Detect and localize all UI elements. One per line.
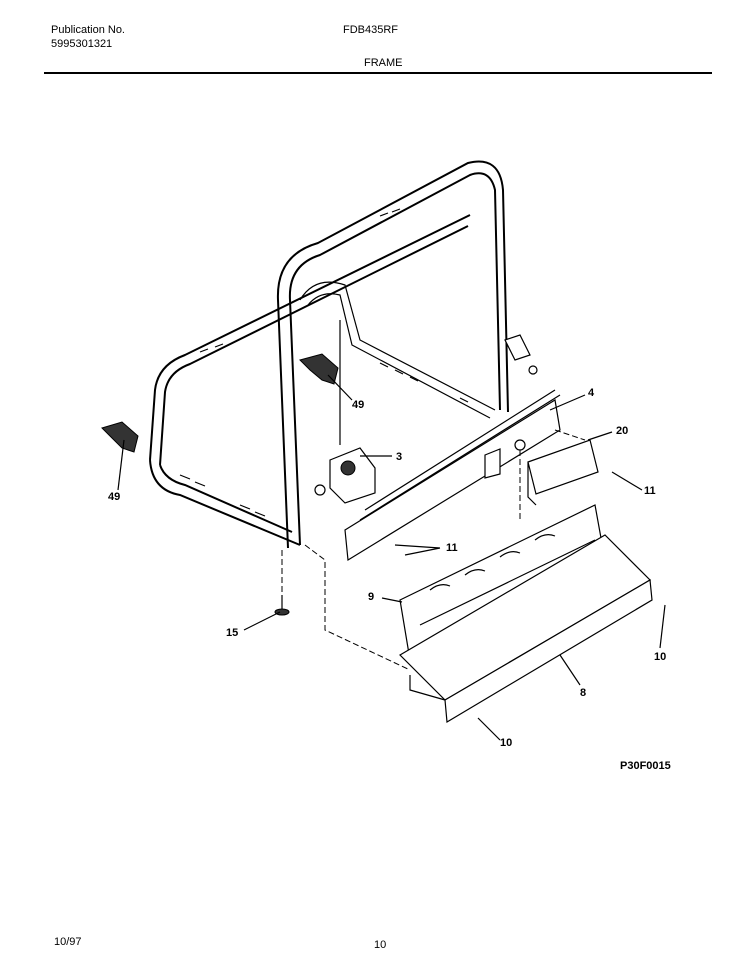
callout-3: 3 bbox=[396, 451, 402, 463]
part-20 bbox=[527, 439, 599, 506]
callout-4: 4 bbox=[588, 387, 595, 399]
screw-15 bbox=[274, 595, 290, 616]
section-title: FRAME bbox=[364, 57, 403, 69]
callout-10-bottom: 10 bbox=[500, 737, 512, 749]
callout-49-left: 49 bbox=[108, 491, 120, 503]
footer-page-number: 10 bbox=[374, 939, 387, 951]
publication-label: Publication No. bbox=[51, 24, 125, 36]
model-number: FDB435RF bbox=[343, 24, 399, 36]
leg-left bbox=[101, 421, 139, 453]
callout-10-right: 10 bbox=[654, 651, 666, 663]
callout-11-upper: 11 bbox=[644, 485, 656, 497]
frame-tube bbox=[149, 160, 538, 549]
header-rule bbox=[44, 72, 712, 74]
kick-panel bbox=[399, 504, 653, 724]
callout-49-right: 49 bbox=[352, 399, 364, 411]
valve-part bbox=[314, 447, 376, 504]
publication-number: 5995301321 bbox=[51, 38, 113, 50]
leg-right bbox=[299, 353, 339, 385]
callout-20: 20 bbox=[616, 425, 628, 437]
callout-9: 9 bbox=[368, 591, 374, 603]
callout-15: 15 bbox=[226, 627, 238, 639]
footer-date: 10/97 bbox=[54, 936, 82, 948]
callout-8: 8 bbox=[580, 687, 586, 699]
callout-11-lower: 11 bbox=[446, 542, 458, 554]
diagram-code: P30F0015 bbox=[620, 760, 671, 772]
bracket-assembly bbox=[344, 389, 561, 562]
